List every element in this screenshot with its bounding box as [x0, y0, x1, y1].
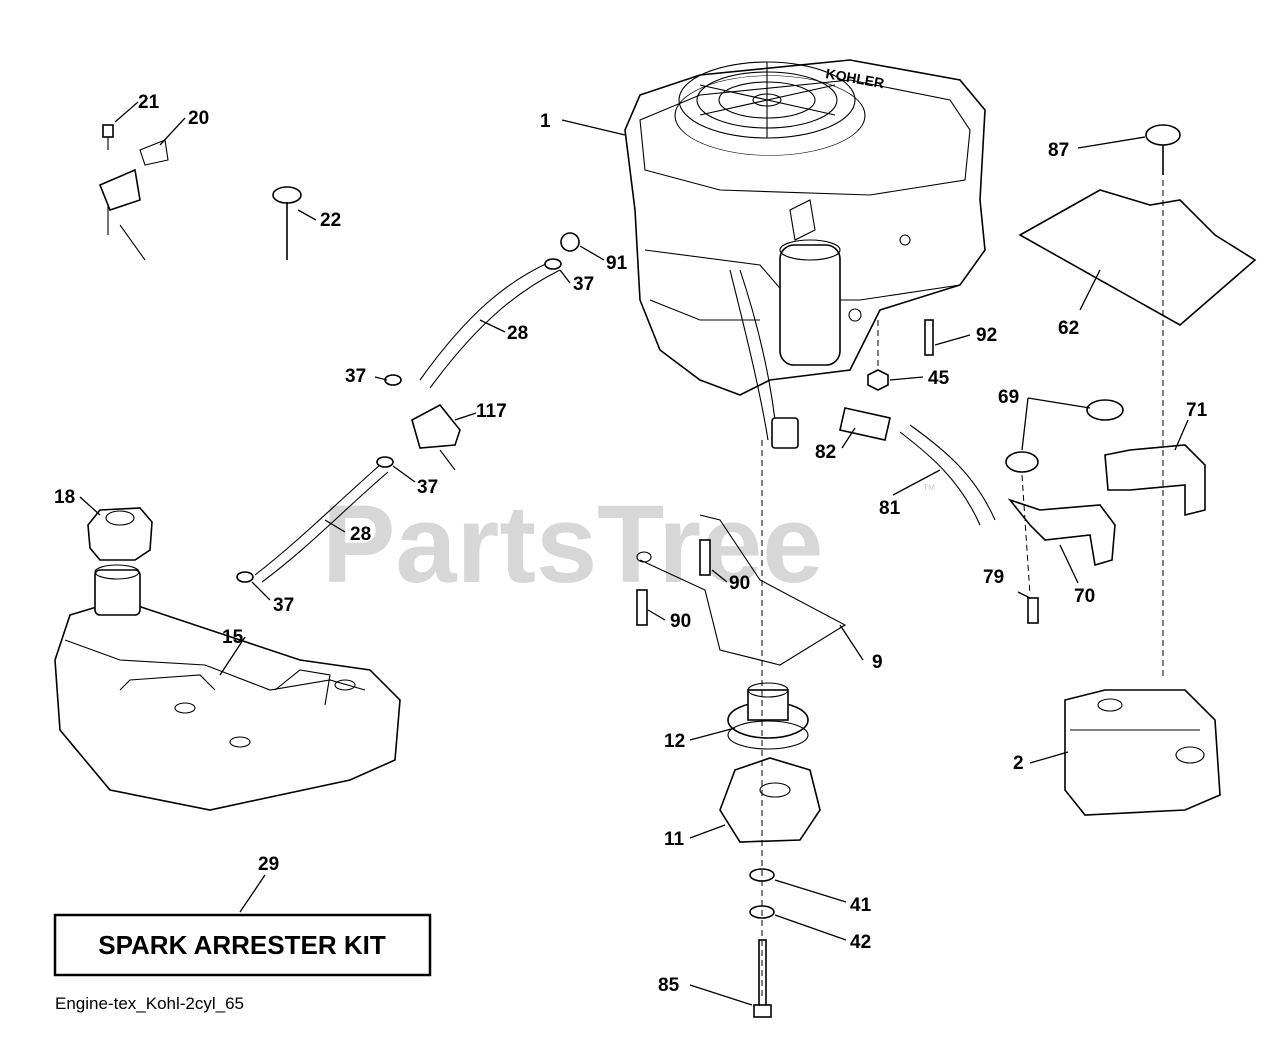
exhaust-pipe-70 — [1007, 498, 1116, 567]
callout-22: 22 — [320, 210, 341, 231]
spark-arrester-kit-label: SPARK ARRESTER KIT — [98, 930, 386, 960]
exhaust-axis — [1021, 474, 1031, 596]
nut-45 — [867, 369, 889, 391]
diagram-caption: Engine-tex_Kohl-2cyl_65 — [55, 994, 244, 1013]
bolt-22 — [272, 186, 302, 260]
fuel-tank — [54, 564, 401, 811]
callout-85: 85 — [658, 975, 680, 996]
callout-91: 91 — [606, 253, 628, 274]
callout-87: 87 — [1048, 140, 1069, 161]
fuel-shutoff-valve — [411, 403, 461, 471]
callout-20: 20 — [188, 108, 209, 129]
gasket-69b — [1005, 451, 1039, 473]
clamp-37a — [544, 258, 562, 270]
callout-79: 79 — [983, 567, 1004, 588]
bolt-92 — [924, 319, 934, 356]
gasket-69a — [1086, 399, 1124, 421]
callout-70: 70 — [1074, 586, 1095, 607]
callout-45: 45 — [928, 368, 950, 389]
callout-117: 117 — [476, 401, 507, 422]
bolt-90a — [699, 539, 711, 576]
callout-37d: 37 — [273, 595, 294, 616]
heat-shield — [1018, 189, 1257, 326]
callout-1: 1 — [540, 111, 551, 132]
fuel-line-upper-edge — [429, 269, 561, 389]
exhaust-pipe-71 — [1104, 444, 1206, 517]
fuel-line-upper — [419, 261, 551, 381]
callout-21: 21 — [138, 92, 160, 113]
bolt-87 — [1145, 124, 1181, 175]
callout-11: 11 — [664, 829, 685, 850]
spark-arrester-kit-box — [53, 913, 432, 977]
callout-37c: 37 — [417, 477, 438, 498]
clamp-37b — [384, 374, 402, 386]
callout-12: 12 — [664, 731, 685, 752]
callout-71: 71 — [1186, 400, 1208, 421]
fuel-cap — [87, 507, 153, 561]
callout-81: 81 — [879, 498, 901, 519]
callout-2: 2 — [1013, 753, 1024, 774]
callout-28a: 28 — [507, 323, 528, 344]
callout-90b: 90 — [670, 611, 691, 632]
watermark-trademark: ™ — [922, 481, 936, 497]
throttle-control — [98, 124, 169, 261]
bolt-90b — [636, 589, 648, 626]
clamp-37c — [376, 456, 394, 468]
pto-clutch — [719, 757, 821, 843]
bolt-79 — [1027, 597, 1039, 624]
fuel-line-lower — [254, 464, 381, 576]
callout-69: 69 — [998, 387, 1019, 408]
washer-9 — [636, 551, 652, 563]
bolt-85-head — [753, 1004, 772, 1018]
oil-drain-valve — [839, 407, 996, 526]
engine: KOHLER — [624, 59, 986, 449]
callout-42: 42 — [850, 932, 871, 953]
callout-9: 9 — [872, 652, 883, 673]
callout-82: 82 — [815, 442, 836, 463]
callout-92: 92 — [976, 325, 997, 346]
callout-62: 62 — [1058, 318, 1079, 339]
fuel-line-lower-edge — [261, 471, 389, 583]
leader-lines — [79, 101, 1189, 1006]
muffler — [1064, 689, 1221, 816]
callouts: 1 2 9 11 12 15 18 20 21 22 28 28 29 37 3… — [54, 92, 1208, 996]
callout-90a: 90 — [729, 573, 750, 594]
clamp-37d — [236, 571, 254, 583]
fitting-91 — [560, 232, 580, 252]
belt-guide-9 — [639, 514, 847, 666]
callout-18: 18 — [54, 487, 75, 508]
callout-29: 29 — [258, 854, 279, 875]
pulley — [727, 682, 809, 750]
callout-28b: 28 — [350, 524, 371, 545]
callout-37b: 37 — [345, 366, 366, 387]
callout-15: 15 — [222, 627, 244, 648]
callout-41: 41 — [850, 895, 872, 916]
callout-37a: 37 — [573, 274, 594, 295]
watermark: PartsTree — [322, 483, 823, 606]
